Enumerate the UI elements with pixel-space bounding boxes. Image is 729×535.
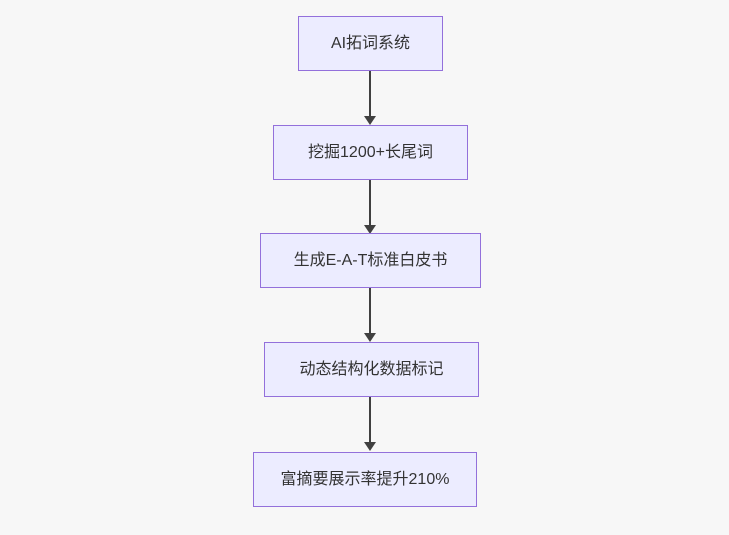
arrowhead-down-icon [364, 442, 376, 451]
flow-arrow-2 [364, 180, 376, 234]
flow-arrow-3 [364, 288, 376, 342]
arrowhead-down-icon [364, 333, 376, 342]
arrow-line [369, 71, 371, 117]
flow-arrow-1 [364, 71, 376, 125]
arrow-line [369, 288, 371, 334]
arrowhead-down-icon [364, 225, 376, 234]
arrowhead-down-icon [364, 116, 376, 125]
arrow-line [369, 180, 371, 226]
flow-node-rich-snippet-rate: 富摘要展示率提升210% [253, 452, 477, 507]
flow-arrow-4 [364, 397, 376, 451]
flow-node-ai-expansion-system: AI拓词系统 [298, 16, 443, 71]
flow-node-structured-data-markup: 动态结构化数据标记 [264, 342, 479, 397]
flow-node-longtail-mining: 挖掘1200+长尾词 [273, 125, 468, 180]
flow-node-eat-whitepaper: 生成E-A-T标准白皮书 [260, 233, 481, 288]
arrow-line [369, 397, 371, 443]
